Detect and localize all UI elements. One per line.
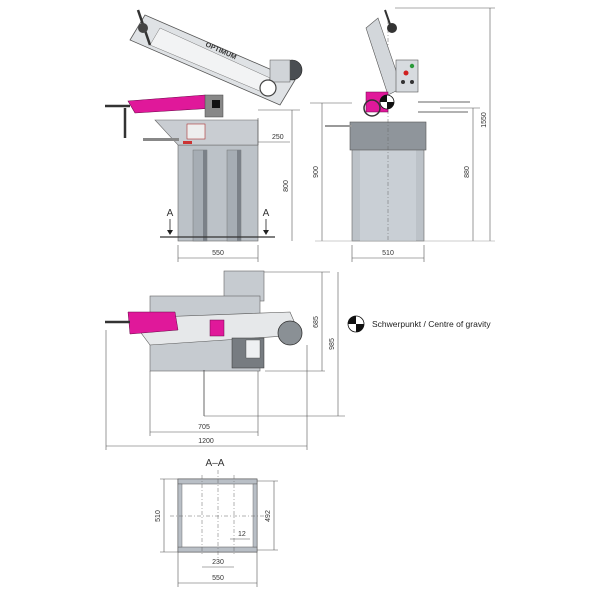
section-marker-right: A	[263, 208, 270, 219]
section-title: A–A	[206, 458, 225, 469]
dim-hole-spacing: 230	[212, 559, 224, 566]
front-base-cabinet	[177, 144, 259, 242]
front-view: OPTIMUM 250 800 550 A A	[105, 9, 303, 262]
dim-front-table-height: 800	[283, 180, 290, 192]
dim-section-width: 550	[212, 575, 224, 582]
side-view: 900 880 1550 510	[310, 7, 495, 262]
top-motor	[277, 320, 303, 346]
dim-depth-685: 685	[313, 316, 320, 328]
dim-base-length: 705	[198, 424, 210, 431]
dim-vise-height: 900	[313, 166, 320, 178]
section-view: A–A 510 492 12 230 550	[155, 458, 278, 587]
dim-front-base-width: 550	[212, 250, 224, 257]
dim-side-table-height: 880	[464, 166, 471, 178]
dim-hole-diameter: 12	[238, 531, 246, 538]
dim-outer-depth: 510	[155, 510, 162, 522]
legend: Schwerpunkt / Centre of gravity	[347, 315, 491, 333]
centre-of-gravity-icon	[347, 315, 365, 333]
legend-label: Schwerpunkt / Centre of gravity	[372, 319, 491, 329]
centre-of-gravity-icon-side	[379, 94, 395, 110]
dim-total-length: 1200	[198, 438, 214, 445]
vise-magenta	[127, 94, 216, 114]
nameplate	[186, 123, 206, 140]
section-marker-left: A	[167, 208, 174, 219]
dim-inner-depth: 492	[265, 510, 272, 522]
dim-side-base-width: 510	[382, 250, 394, 257]
top-view: 685 985 705 1200	[105, 270, 345, 450]
dim-overhang: 250	[272, 134, 284, 141]
control-box	[395, 59, 419, 93]
dim-depth-985: 985	[329, 338, 336, 350]
dim-total-height: 1550	[481, 112, 488, 128]
